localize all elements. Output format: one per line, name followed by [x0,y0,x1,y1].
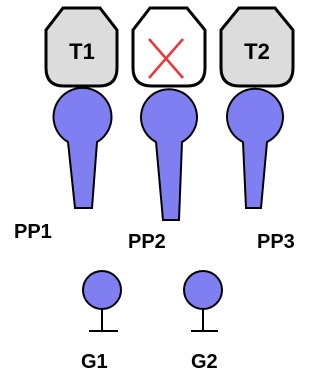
tile-t2[interactable]: T2 [219,6,295,88]
tile-empty-shape [131,6,207,88]
pin-pp3-shape [226,87,284,209]
ground-g2[interactable]: G2 [183,270,223,373]
pin-pp1[interactable]: PP1 [14,86,113,243]
pin-pp1-shape [52,86,113,209]
ground-g1-label: G1 [81,351,108,373]
tile-t1-label: T1 [69,39,95,64]
tile-t1-shape [44,6,119,88]
cross-icon [148,38,184,79]
pin-pp2-label: PP2 [128,231,166,253]
pin-pp3-label: PP3 [257,231,295,253]
tile-t2-shape [219,6,295,88]
ground-g1-ball [82,270,122,310]
ground-g1[interactable]: G1 [81,270,122,373]
pin-pp2[interactable]: PP2 [128,88,198,253]
pin-pp1-label: PP1 [14,221,52,243]
tile-t2-label: T2 [244,39,270,64]
pin-pp3[interactable]: PP3 [226,87,295,253]
ground-g2-ball [183,270,223,310]
pin-pp2-shape [140,88,198,221]
ground-g2-label: G2 [191,351,218,373]
tile-empty[interactable] [131,6,207,88]
tile-t1[interactable]: T1 [44,6,119,88]
